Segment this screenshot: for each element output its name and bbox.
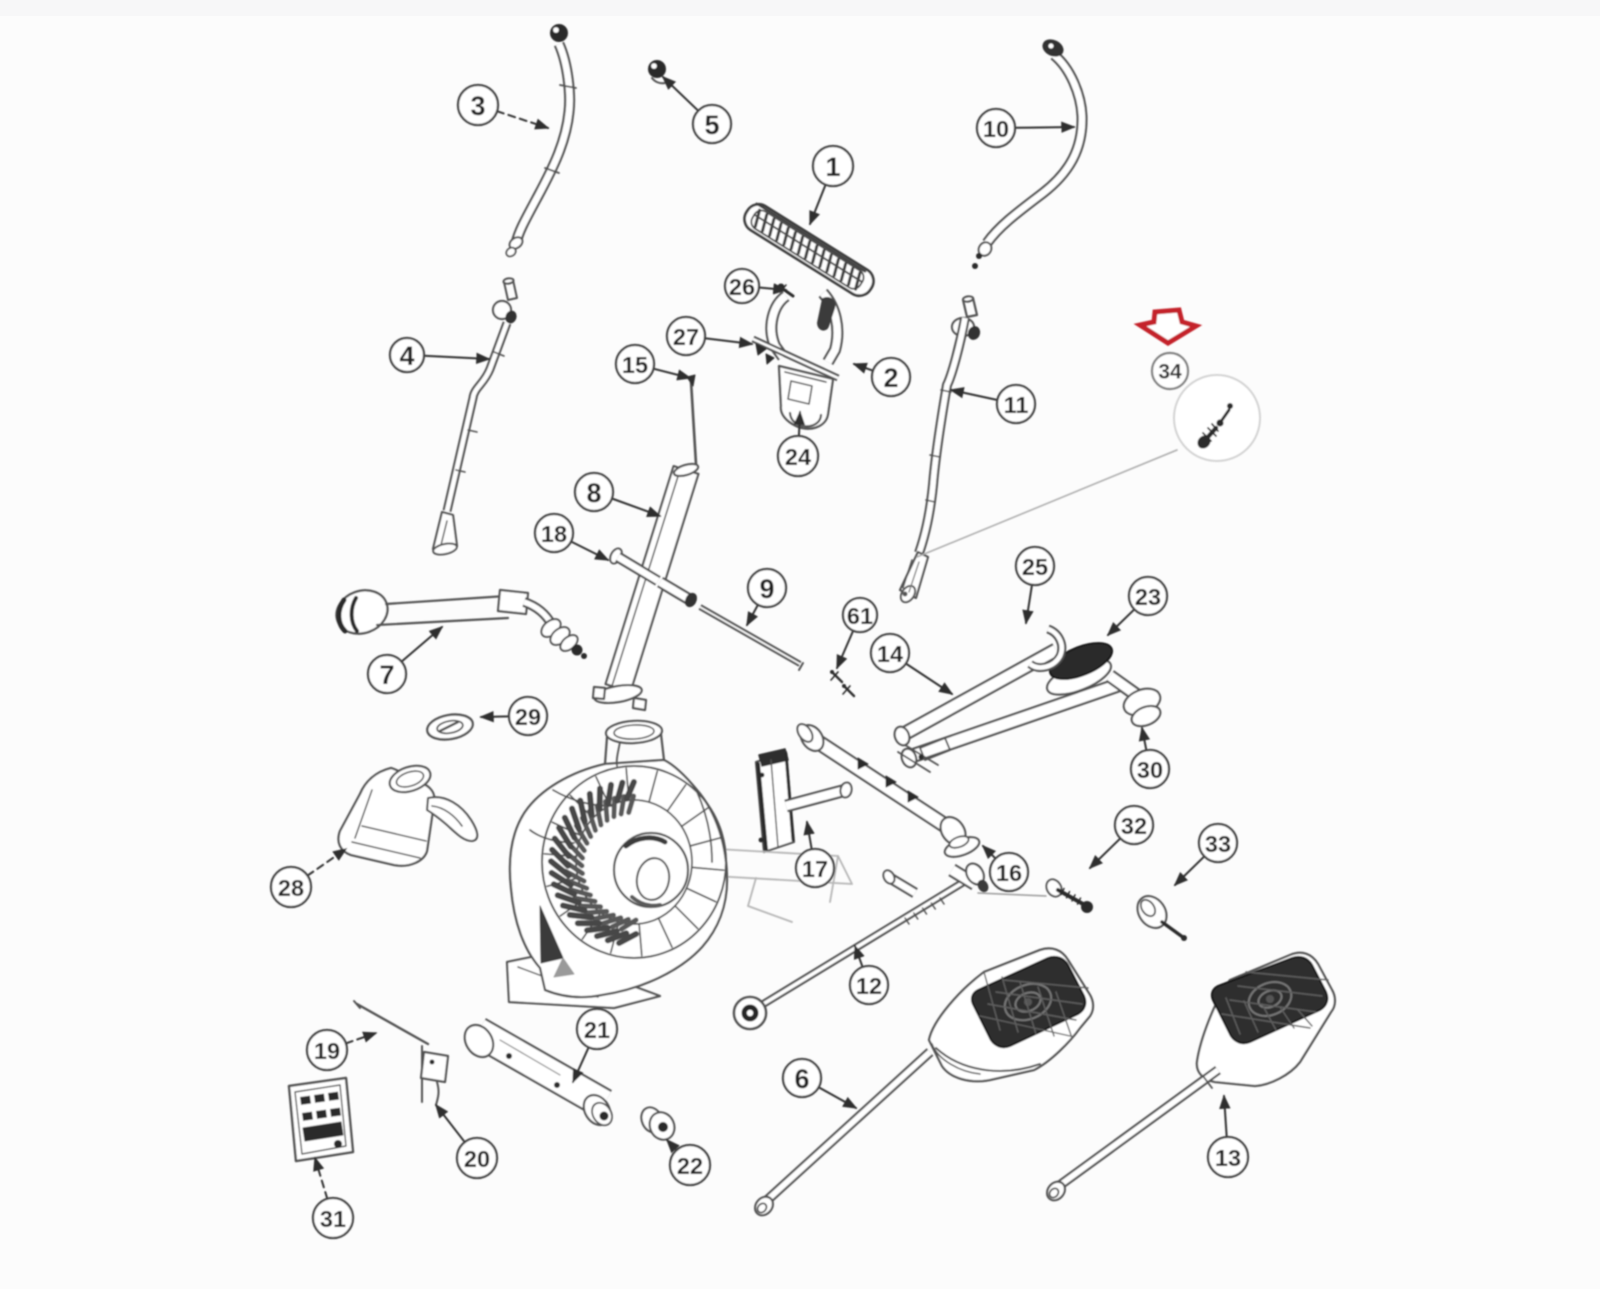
- svg-text:27: 27: [673, 324, 699, 350]
- svg-text:18: 18: [541, 521, 567, 547]
- svg-text:29: 29: [515, 704, 541, 730]
- svg-text:23: 23: [1135, 584, 1161, 610]
- svg-text:33: 33: [1205, 831, 1231, 857]
- svg-text:16: 16: [996, 860, 1022, 886]
- svg-text:21: 21: [584, 1017, 610, 1043]
- svg-text:20: 20: [464, 1146, 490, 1172]
- svg-text:24: 24: [785, 444, 811, 470]
- svg-text:28: 28: [278, 875, 304, 901]
- svg-text:22: 22: [677, 1153, 703, 1179]
- svg-text:17: 17: [802, 856, 828, 882]
- svg-text:31: 31: [320, 1206, 346, 1232]
- svg-text:15: 15: [622, 352, 648, 378]
- svg-text:6: 6: [794, 1064, 809, 1094]
- svg-text:4: 4: [399, 341, 414, 371]
- svg-text:3: 3: [470, 91, 485, 121]
- svg-text:13: 13: [1215, 1145, 1241, 1171]
- svg-text:30: 30: [1137, 757, 1163, 783]
- svg-text:12: 12: [856, 973, 882, 999]
- svg-text:26: 26: [729, 274, 755, 300]
- svg-text:14: 14: [877, 641, 903, 667]
- svg-text:19: 19: [314, 1038, 340, 1064]
- svg-text:5: 5: [704, 110, 719, 140]
- svg-text:25: 25: [1022, 554, 1048, 580]
- svg-text:1: 1: [825, 152, 840, 182]
- svg-text:2: 2: [883, 363, 898, 393]
- svg-text:34: 34: [1158, 361, 1182, 384]
- svg-text:9: 9: [759, 574, 774, 604]
- svg-text:7: 7: [379, 660, 394, 690]
- svg-text:11: 11: [1004, 392, 1029, 418]
- svg-text:10: 10: [983, 116, 1009, 142]
- svg-text:8: 8: [586, 478, 601, 508]
- svg-text:61: 61: [847, 603, 873, 629]
- svg-text:32: 32: [1121, 813, 1147, 839]
